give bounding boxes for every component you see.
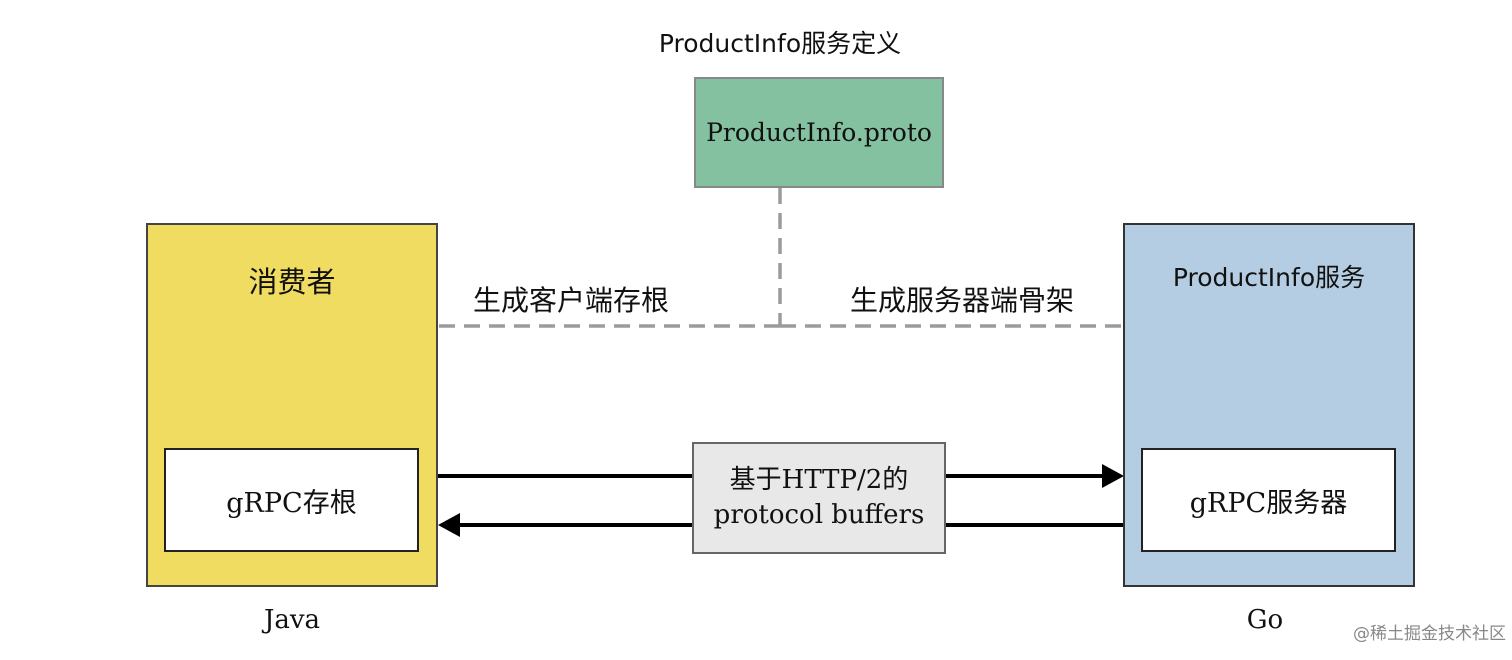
response-arrowhead	[438, 513, 460, 537]
grpc-stub-label: gRPC存根	[226, 487, 357, 519]
proto-file-label: ProductInfo.proto	[706, 118, 932, 147]
grpc-server-box: gRPC服务器	[1141, 448, 1396, 552]
transport-line-2: protocol buffers	[713, 500, 925, 530]
request-arrowhead	[1102, 464, 1124, 488]
service-language-label: Go	[1246, 605, 1284, 635]
proto-file-box: ProductInfo.proto	[694, 77, 944, 188]
consumer-language-label: Java	[263, 605, 321, 635]
consumer-title: 消费者	[248, 265, 336, 299]
transport-line-1: 基于HTTP/2的	[729, 464, 909, 495]
definition-title: ProductInfo服务定义	[658, 29, 902, 58]
grpc-stub-box: gRPC存根	[164, 448, 419, 552]
transport-box: 基于HTTP/2的 protocol buffers	[692, 442, 946, 554]
watermark: @稀土掘金技术社区	[1353, 623, 1506, 644]
client-stub-edge-label: 生成客户端存根	[472, 284, 669, 317]
grpc-server-label: gRPC服务器	[1189, 487, 1348, 519]
service-title: ProductInfo服务	[1172, 263, 1366, 292]
server-skeleton-edge-label: 生成服务器端骨架	[849, 284, 1074, 317]
